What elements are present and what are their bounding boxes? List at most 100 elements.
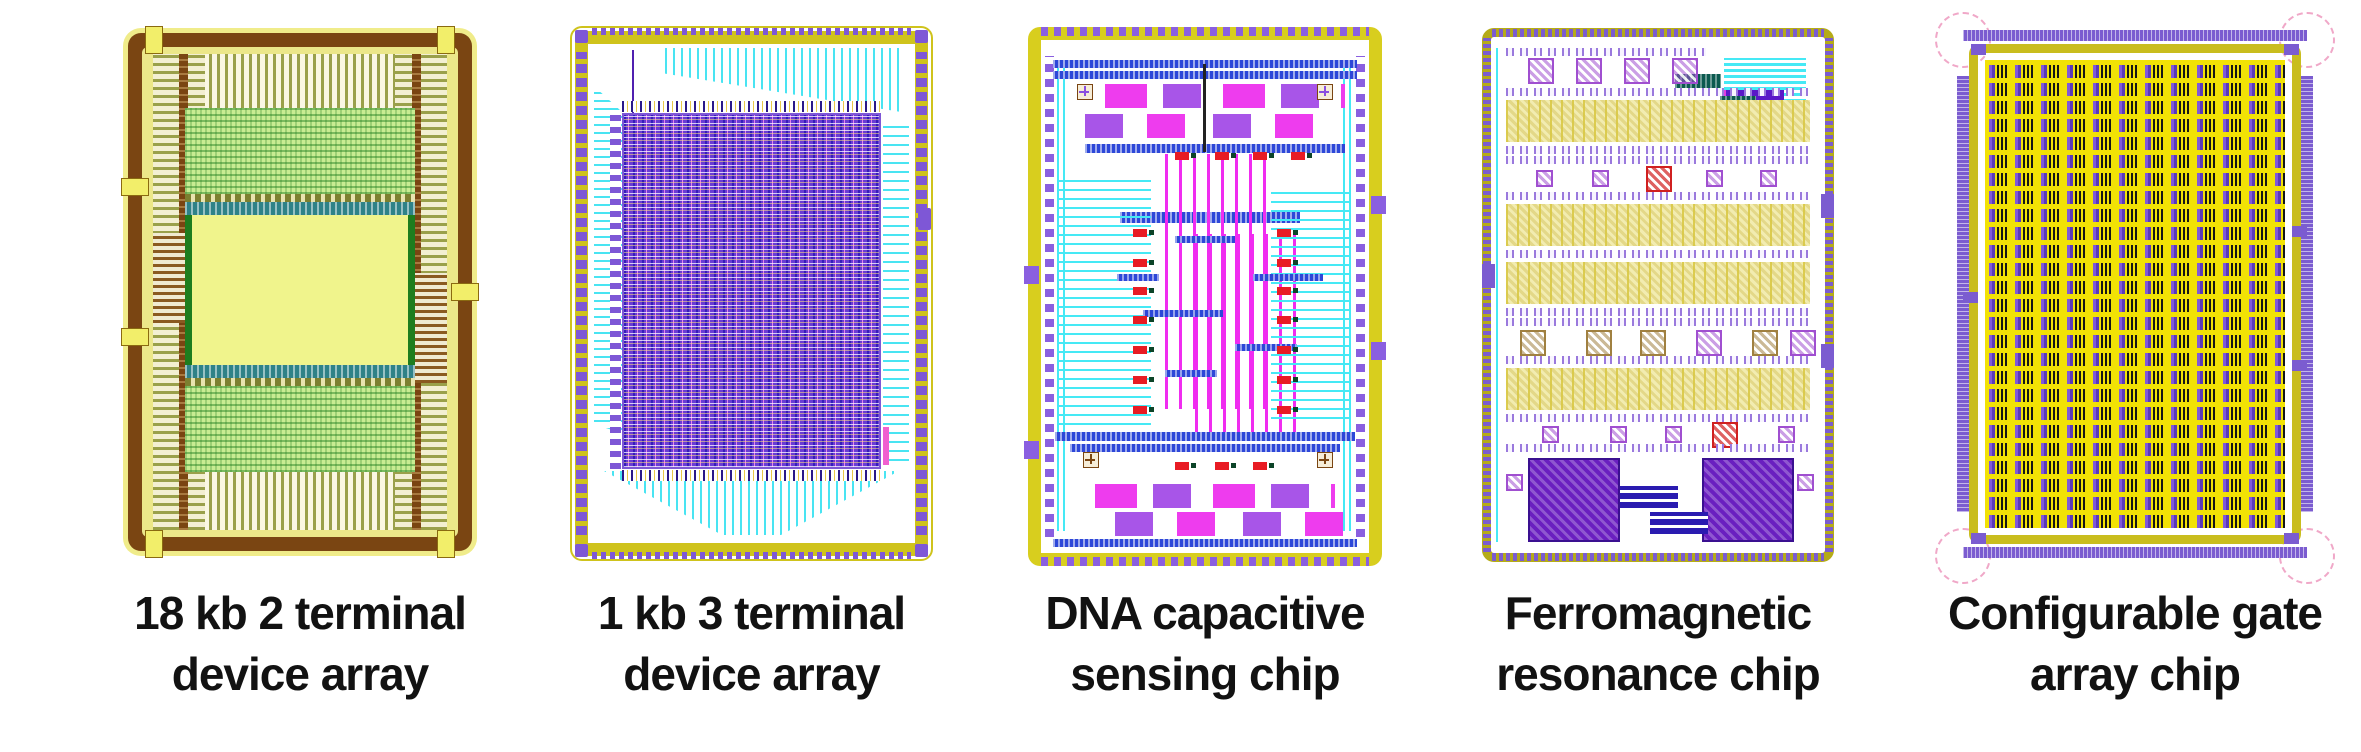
array-hatch-top <box>185 108 415 194</box>
device-cell <box>1520 330 1546 356</box>
array-fringe-bottom <box>622 470 881 481</box>
sensor-pad <box>1215 152 1236 160</box>
pad-strip-bottom <box>1963 547 2307 558</box>
chip-layout-fmr <box>1480 26 1836 564</box>
blue-bar-group <box>1650 512 1708 534</box>
caption-line-1: 1 kb 3 terminal <box>597 587 906 639</box>
figure-ferromagnetic-resonance-chip: Ferromagnetic resonance chip <box>1480 16 1836 752</box>
sensor-pad <box>1133 287 1154 295</box>
device-cell <box>1752 330 1778 356</box>
device-cell <box>1542 426 1559 443</box>
edge-tab <box>2292 360 2307 371</box>
capacitor-blocks <box>1095 484 1335 508</box>
hatch-band <box>1506 262 1810 304</box>
bond-tab <box>121 328 149 346</box>
device-cell <box>1592 170 1609 187</box>
corner-pad <box>915 30 928 43</box>
sensor-pad <box>1215 462 1236 470</box>
caption: DNA capacitive sensing chip <box>1045 583 1365 705</box>
pad-row <box>1506 444 1810 452</box>
device-cell <box>1760 170 1777 187</box>
pad-row <box>1506 156 1810 164</box>
magnet-block <box>1702 458 1794 542</box>
corner-pad <box>575 544 588 557</box>
bus-segment <box>1165 370 1217 377</box>
device-cell <box>1640 330 1666 356</box>
alignment-marker-icon <box>1317 84 1333 100</box>
device-cell <box>1706 170 1723 187</box>
device-cell <box>1610 426 1627 443</box>
sensor-pad <box>1277 376 1298 384</box>
alignment-marker-icon <box>1317 452 1333 468</box>
pad-row-top <box>592 28 911 35</box>
bond-tab <box>121 178 149 196</box>
edge-tab <box>1371 342 1386 360</box>
cyan-traces-right <box>1271 189 1351 419</box>
pad-row <box>1506 192 1810 200</box>
edge-tab <box>1821 194 1834 218</box>
corner-pad <box>2284 44 2299 55</box>
sensor-pad <box>1277 346 1298 354</box>
bus <box>1053 539 1357 547</box>
bus-segment <box>1117 274 1159 281</box>
edge-tab <box>1482 264 1495 288</box>
bond-tab <box>145 26 163 54</box>
pad-row-top <box>1041 27 1369 36</box>
capacitor-blocks <box>1115 512 1350 536</box>
corner-pad <box>2284 533 2299 544</box>
bus-segment <box>1175 236 1235 243</box>
figure-dna-capacitive-sensing-chip: DNA capacitive sensing chip <box>1024 16 1386 752</box>
pad-ring-right <box>1825 38 1833 552</box>
figure-1kb-3-terminal-device-array: 1 kb 3 terminal device array <box>570 16 933 752</box>
bus <box>1085 144 1345 153</box>
magnet-block <box>1528 458 1620 542</box>
edge-tab <box>1821 344 1834 368</box>
caption-line-2: array chip <box>2030 648 2241 700</box>
pad-column-left <box>576 52 587 535</box>
device-cell <box>1528 58 1554 84</box>
device-cell-red <box>1646 166 1672 192</box>
caption: 1 kb 3 terminal device array <box>597 583 906 705</box>
pad-row <box>1506 308 1810 316</box>
bus-segment <box>1143 310 1223 317</box>
array-fringe-left <box>610 113 621 469</box>
sensor-pad <box>1133 406 1154 414</box>
sensor-pad <box>1133 259 1154 267</box>
device-cell <box>1778 426 1795 443</box>
teal-strip <box>185 365 415 378</box>
pink-bar <box>883 427 889 465</box>
pad-row-bottom <box>592 552 911 559</box>
pad-row <box>1506 146 1810 154</box>
caption-line-1: Ferromagnetic <box>1504 587 1813 639</box>
chip-layout-gate-array <box>1935 12 2335 584</box>
device-cell <box>1536 170 1553 187</box>
corner-pad <box>1971 533 1986 544</box>
pad-row <box>1506 48 1706 56</box>
separator <box>185 378 415 386</box>
edge-tab <box>1963 292 1978 303</box>
purple-trace <box>632 50 634 118</box>
bus-segment <box>1235 344 1297 351</box>
pad-row <box>1506 414 1810 422</box>
bond-tab <box>145 530 163 558</box>
sensor-pad <box>1277 287 1298 295</box>
hatch-band <box>1506 368 1810 410</box>
sensor-pad <box>1277 229 1298 237</box>
corner-pad <box>1971 44 1986 55</box>
sensor-pad <box>1291 152 1312 160</box>
pad-column-right <box>1356 56 1365 537</box>
sensor-pad <box>1133 376 1154 384</box>
pad-strip-top <box>1963 30 2307 41</box>
cyan-traces-left <box>1059 174 1151 434</box>
edge-tab <box>1371 196 1386 214</box>
caption-line-1: 18 kb 2 terminal <box>134 587 467 639</box>
pad-ring-left <box>1483 38 1491 552</box>
device-cell <box>1672 58 1698 84</box>
sensor-pad <box>1175 152 1196 160</box>
edge-tab <box>2292 226 2307 237</box>
sensor-pad <box>1175 462 1196 470</box>
device-cell <box>1790 330 1816 356</box>
sensor-pad <box>1253 462 1274 470</box>
device-cell <box>1586 330 1612 356</box>
